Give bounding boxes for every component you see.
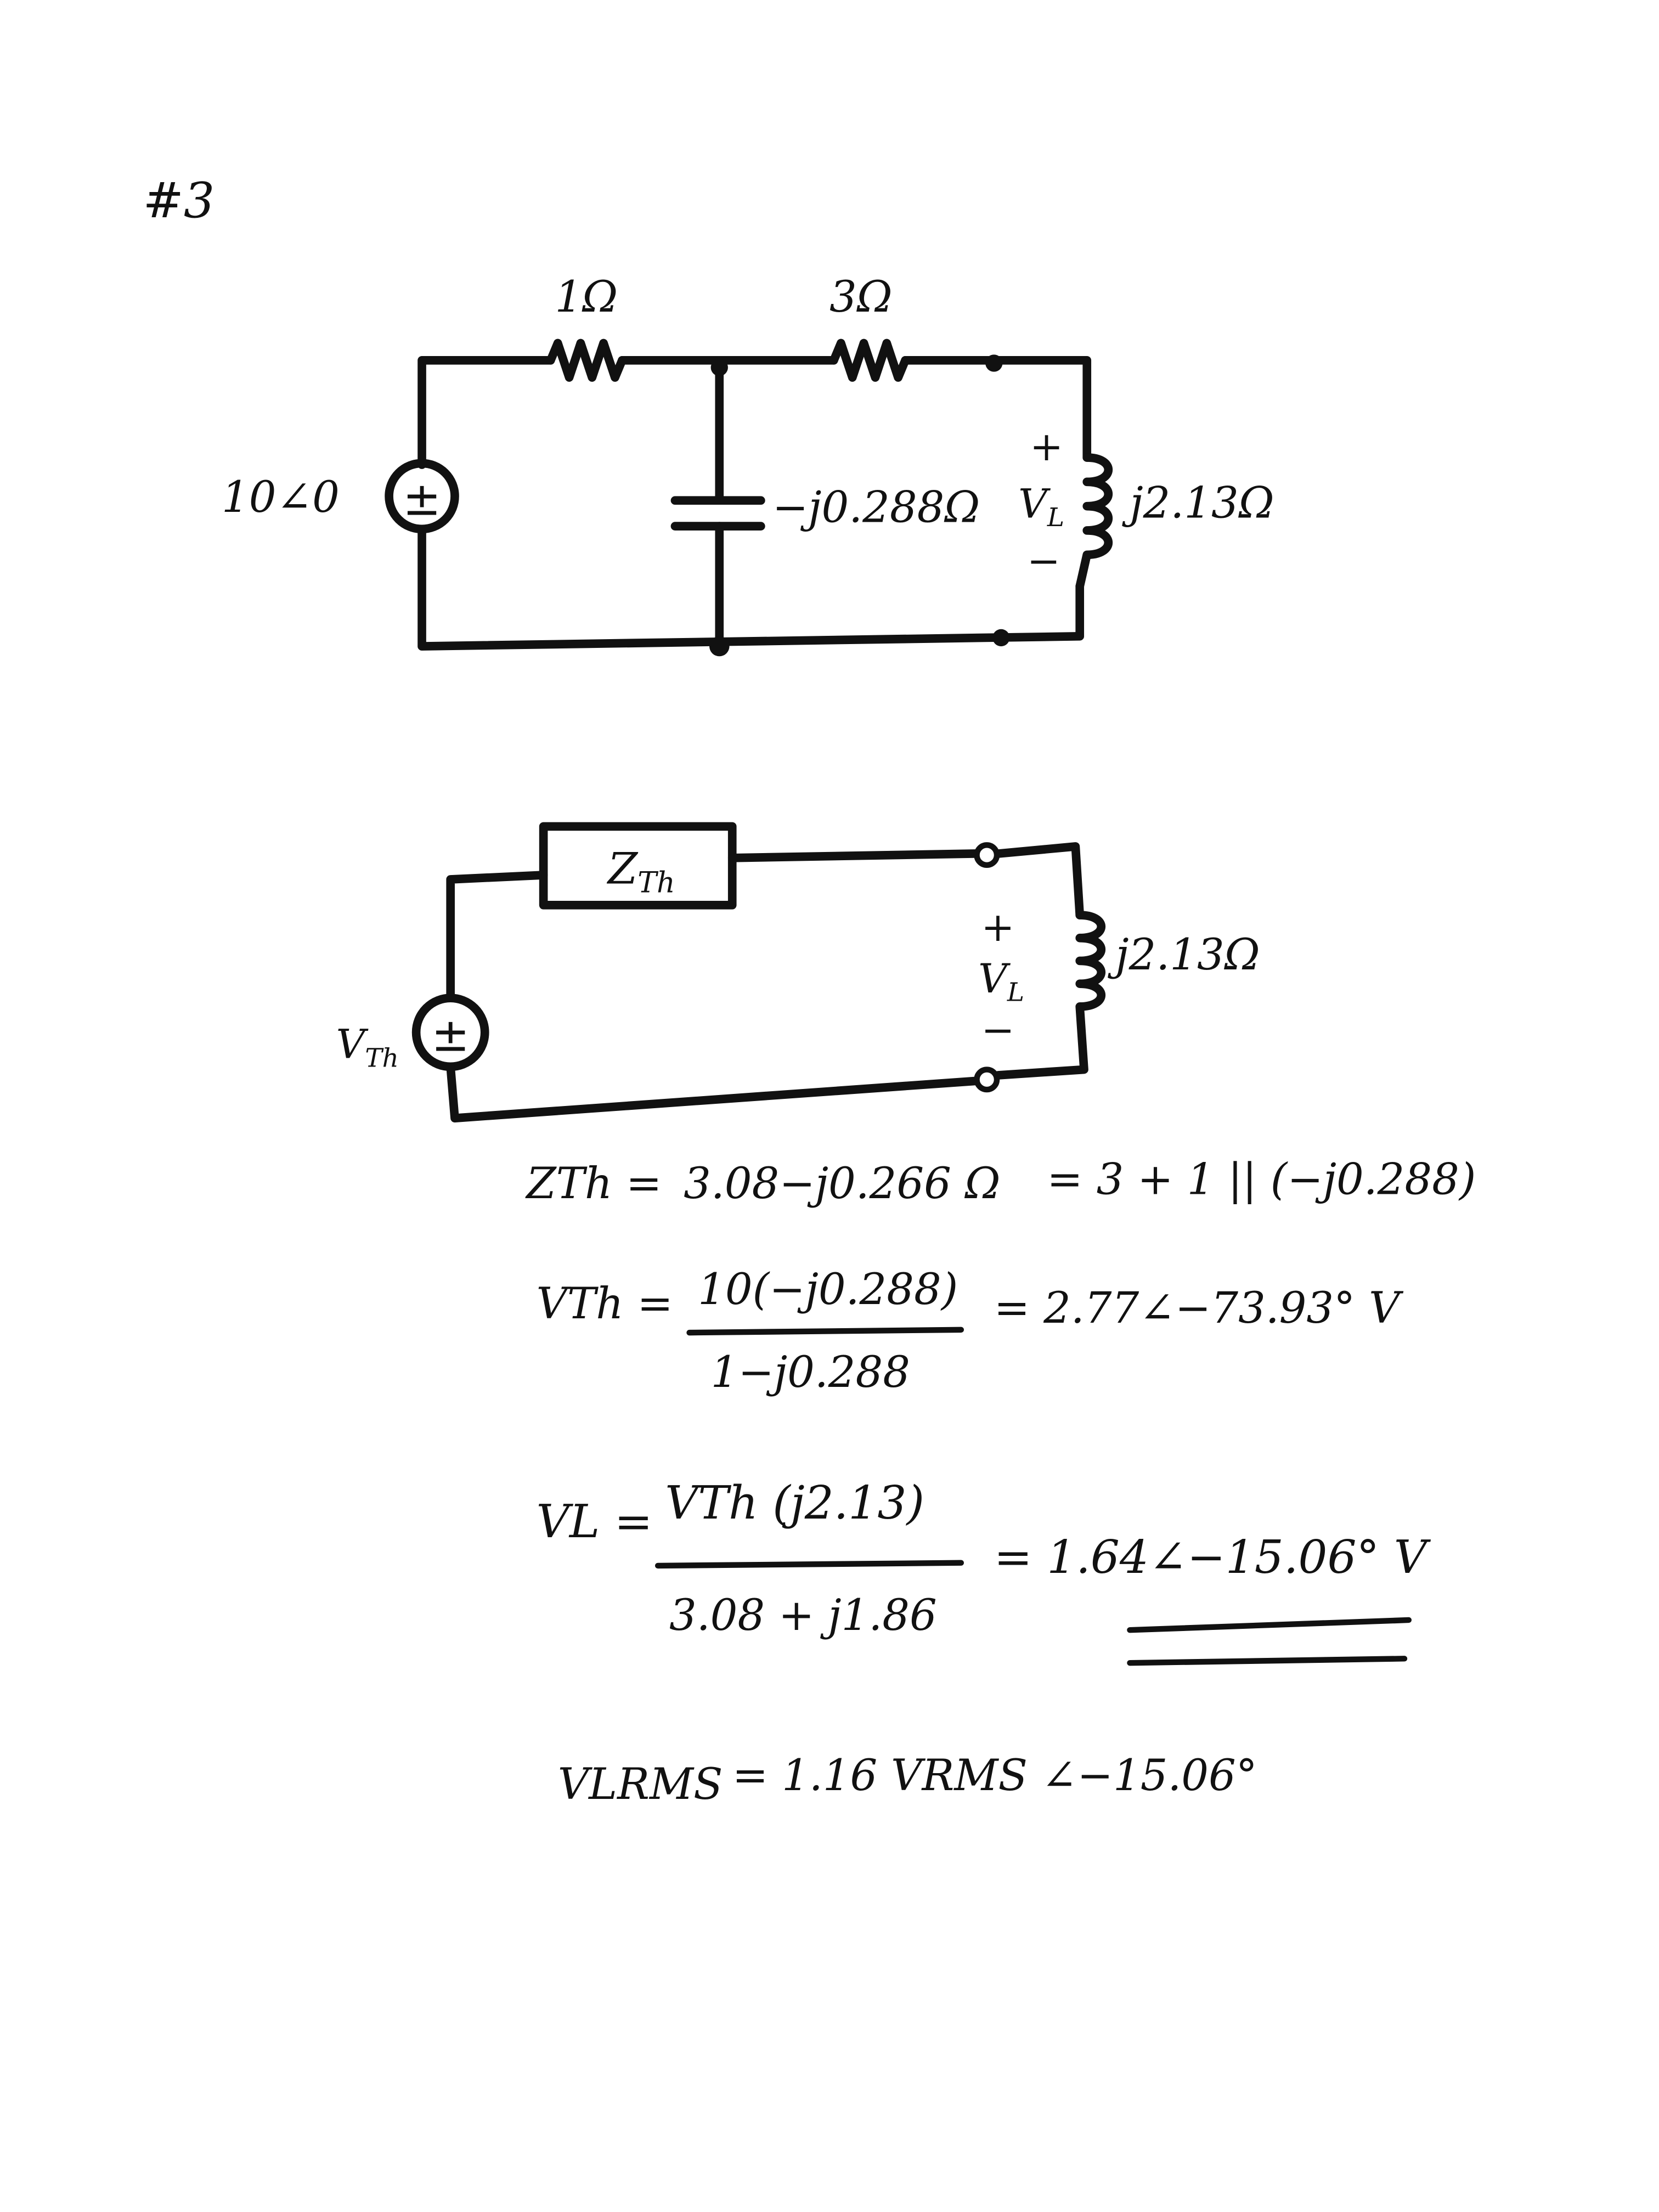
node-bottom-middle [709, 636, 730, 657]
problem-number: #3 [143, 172, 215, 229]
answer-underline-1 [1127, 1617, 1412, 1633]
answer-underline-2 [1127, 1656, 1408, 1666]
vth-fraction-bar [686, 1327, 964, 1336]
vlrms-result: = 1.16 VRMS ∠−15.06° [732, 1751, 1257, 1801]
vth-denominator: 1−j0.288 [711, 1347, 910, 1397]
vl-minus: − [1027, 538, 1060, 585]
resistor-3ohm-label: 3Ω [830, 272, 893, 322]
zth-value: 3.08−j0.266 Ω [684, 1159, 1000, 1209]
inductor-label: j2.13Ω [1121, 478, 1274, 528]
node-top-middle [710, 359, 728, 376]
inductor-coil [1075, 453, 1113, 591]
vl-lhs: VL = [537, 1495, 653, 1548]
capacitor-label: −j0.288Ω [772, 482, 980, 532]
resistor-3ohm [830, 338, 910, 382]
resistor-1ohm [546, 338, 627, 382]
thevenin-source-polarity-symbol: ± [431, 1009, 470, 1062]
voltage-source [385, 459, 459, 534]
vl-plus: + [1030, 424, 1063, 470]
thevenin-vl-plus: + [981, 904, 1014, 951]
vlrms-lhs: VLRMS [558, 1759, 723, 1809]
vl-result: = 1.64∠−15.06° V [994, 1531, 1431, 1584]
thevenin-left-wire [446, 871, 548, 998]
top-wire-right [901, 356, 1092, 462]
top-wire [417, 356, 555, 469]
left-wire [417, 524, 1085, 651]
terminal-top [985, 354, 1003, 372]
zth-expression: = 3 + 1 || (−j0.288) [1047, 1154, 1476, 1204]
thevenin-inductor-coil [994, 911, 1105, 1080]
thevenin-terminal-top [974, 842, 1000, 868]
vl-label: VL [1018, 481, 1064, 533]
thevenin-bottom-wire [446, 1062, 980, 1122]
calculations: ZTh = 3.08−j0.266 Ω = 3 + 1 || (−j0.288)… [524, 1154, 1476, 1809]
resistor-1ohm-label: 1Ω [555, 272, 618, 322]
vth-result: = 2.77∠−73.93° V [994, 1283, 1404, 1333]
source-polarity-symbol: ± [403, 472, 441, 526]
zth-box-label: ZTh [606, 844, 675, 900]
source-value-label: 10∠0 [222, 472, 340, 522]
original-circuit: ± 10∠0 −j0.288Ω j2.13Ω + VL − 1Ω 3Ω [222, 272, 1274, 657]
zth-box [539, 822, 737, 910]
zth-lhs: ZTh = [524, 1159, 662, 1209]
vl-numerator: VTh (j2.13) [665, 1476, 924, 1530]
capacitor-plates [670, 496, 765, 531]
thevenin-vl-label: VL [978, 956, 1024, 1008]
vl-denominator: 3.08 + j1.86 [669, 1590, 937, 1640]
thevenin-terminal-bottom [974, 1066, 1000, 1093]
vth-lhs: VTh = [537, 1279, 673, 1329]
vth-numerator: 10(−j0.288) [698, 1265, 958, 1314]
vl-fraction-bar [654, 1560, 964, 1569]
terminal-bottom [992, 629, 1010, 647]
thevenin-circuit: ZTh j2.13Ω ± VTh + VL − [336, 822, 1260, 1122]
thevenin-vl-minus: − [981, 1007, 1014, 1054]
thevenin-inductor-label: j2.13Ω [1107, 930, 1260, 980]
vth-source-label: VTh [336, 1022, 399, 1074]
thevenin-top-wire [727, 842, 1085, 919]
